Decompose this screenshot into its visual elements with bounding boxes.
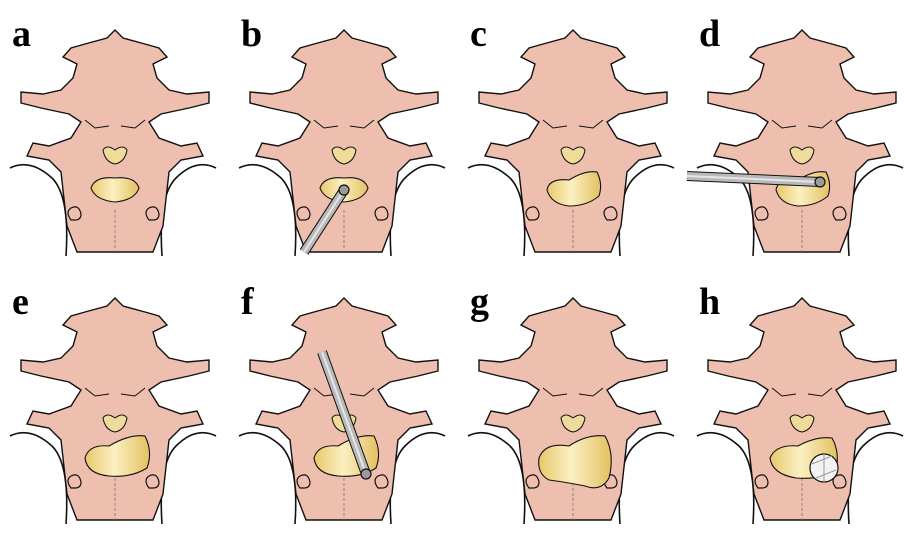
left-iliac-curve xyxy=(10,433,67,524)
panel-label-c: c xyxy=(470,13,487,55)
left-iliac-curve xyxy=(239,433,296,524)
left-iliac-curve xyxy=(468,433,525,524)
spine-illustration-icon xyxy=(21,298,209,520)
panel-label-e: e xyxy=(12,281,29,323)
spine-illustration-icon xyxy=(21,30,209,252)
left-iliac-curve xyxy=(697,433,754,524)
panel-c: c xyxy=(468,13,674,256)
right-iliac-curve xyxy=(161,165,216,256)
spine-illustration-icon xyxy=(479,30,667,252)
panel-label-g: g xyxy=(470,281,489,323)
right-iliac-curve xyxy=(390,433,445,524)
panel-h: h xyxy=(697,281,903,524)
lower-spine-bone xyxy=(250,30,438,252)
panel-label-d: d xyxy=(699,13,720,55)
left-iliac-curve xyxy=(10,165,67,256)
left-iliac-curve xyxy=(239,165,296,256)
panel-label-b: b xyxy=(241,13,262,55)
right-iliac-curve xyxy=(848,165,903,256)
spine-illustration-icon xyxy=(250,298,438,520)
right-iliac-curve xyxy=(161,433,216,524)
lower-spine-bone xyxy=(21,30,209,252)
left-iliac-curve xyxy=(468,165,525,256)
panel-b: b xyxy=(239,13,445,256)
panel-g: g xyxy=(468,281,674,524)
spine-illustration-icon xyxy=(479,298,667,520)
panel-label-h: h xyxy=(699,281,720,323)
right-iliac-curve xyxy=(619,165,674,256)
panel-e: e xyxy=(10,281,216,524)
lower-spine-bone xyxy=(708,298,896,520)
lower-spine-bone xyxy=(479,30,667,252)
spine-illustration-icon xyxy=(250,30,438,252)
panel-label-f: f xyxy=(241,281,255,323)
panel-a: a xyxy=(10,13,216,256)
lower-spine-bone xyxy=(21,298,209,520)
panel-f: f xyxy=(239,281,445,524)
spine-illustration-icon xyxy=(708,298,896,520)
bone-graft-icon xyxy=(810,454,838,482)
right-iliac-curve xyxy=(619,433,674,524)
panel-label-a: a xyxy=(12,13,31,55)
panel-d: d xyxy=(687,13,903,256)
lower-spine-bone xyxy=(708,30,896,252)
right-iliac-curve xyxy=(390,165,445,256)
right-iliac-curve xyxy=(848,433,903,524)
spine-illustration-icon xyxy=(687,30,896,252)
lower-spine-bone xyxy=(479,298,667,520)
